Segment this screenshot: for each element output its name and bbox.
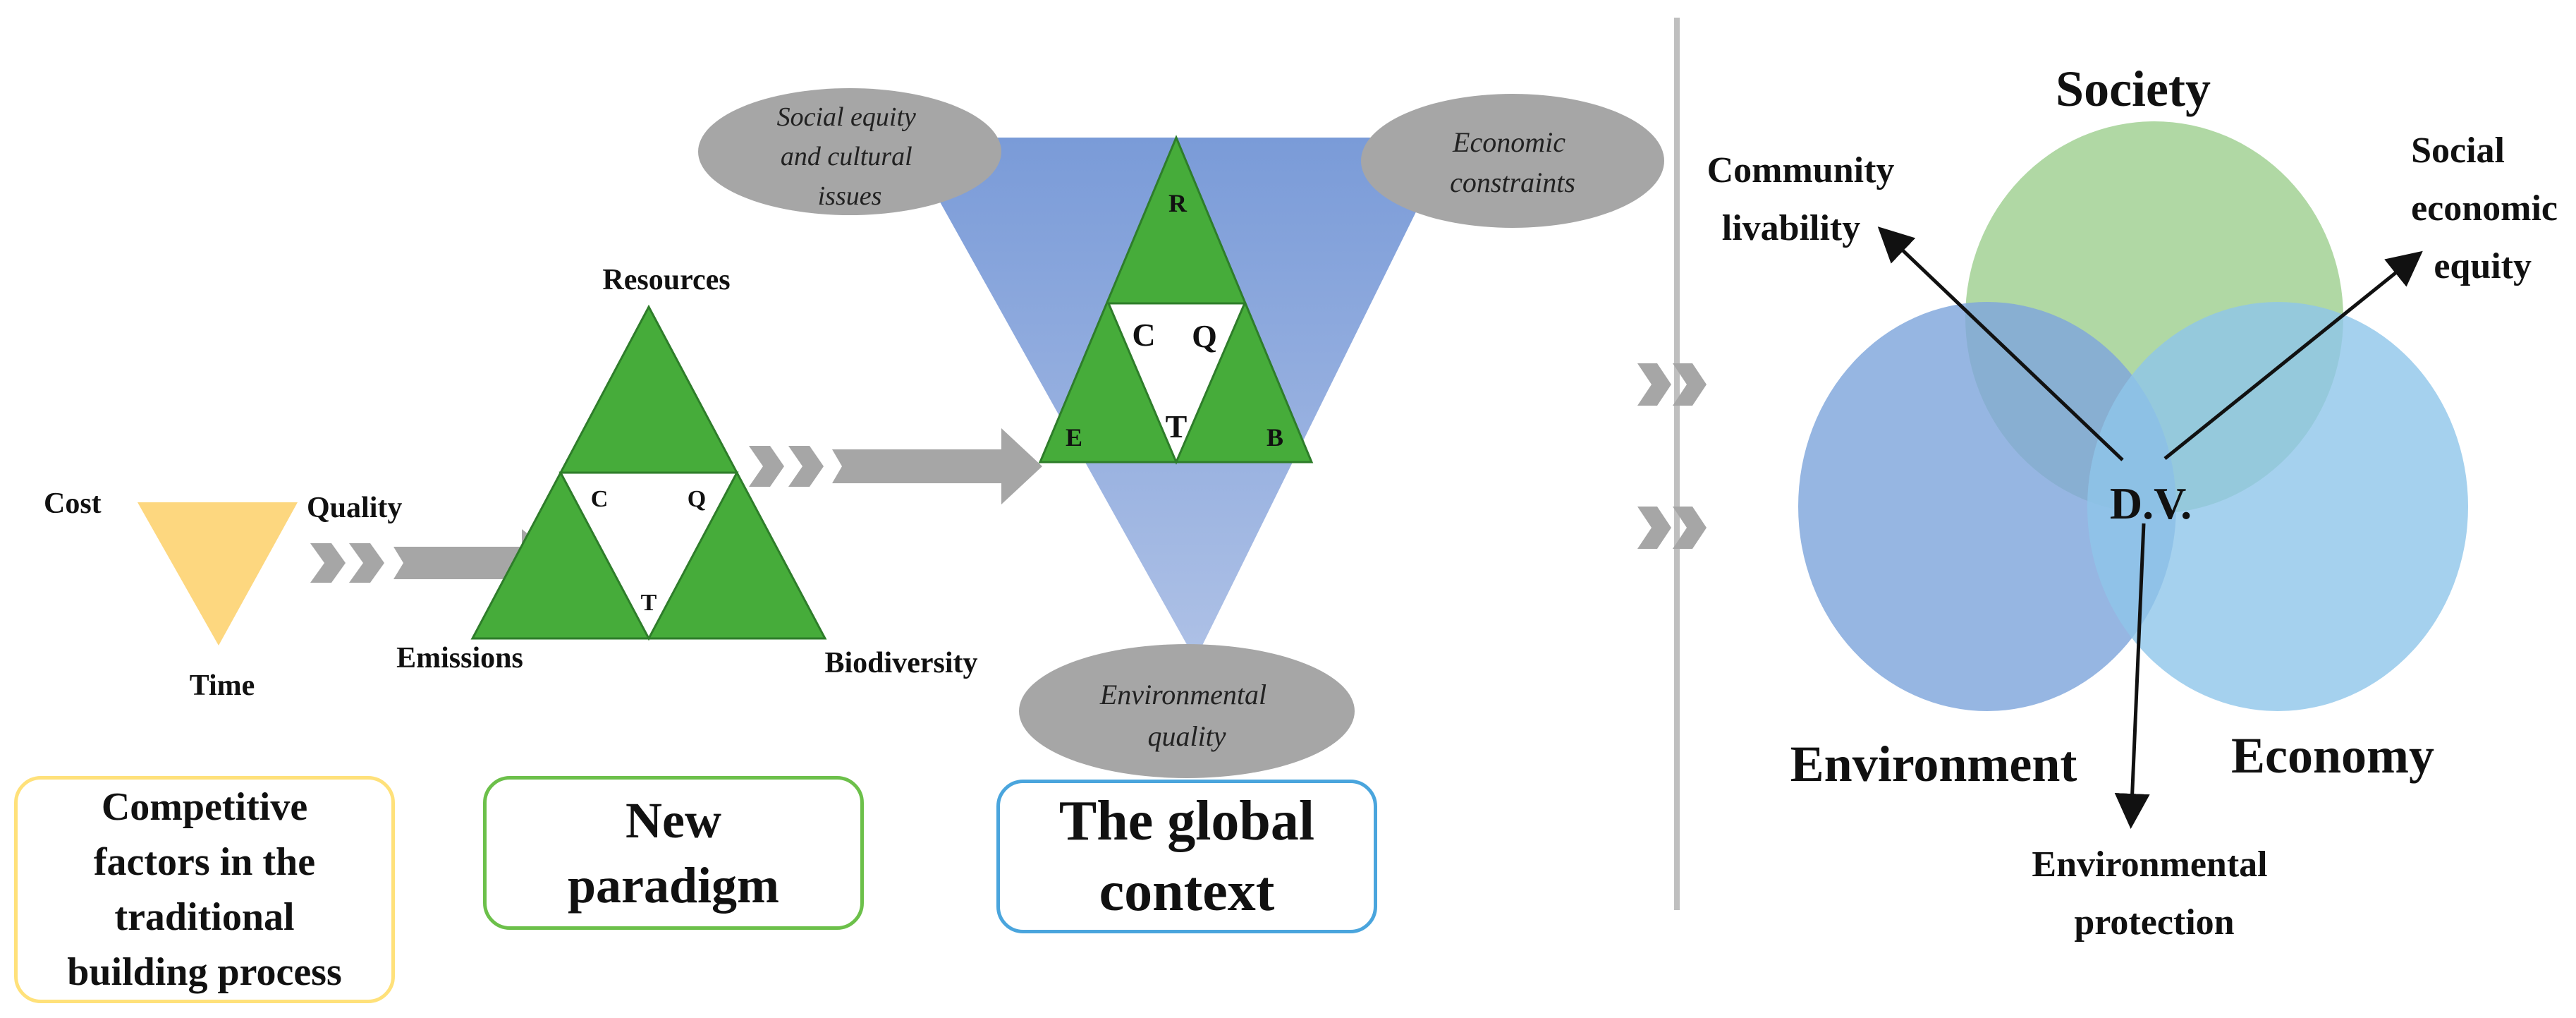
c-label: C xyxy=(1132,317,1155,353)
social-equity-label: Social equity and cultural issues xyxy=(777,102,923,211)
transition-arrow-1 xyxy=(310,529,564,597)
chevron-icon xyxy=(349,543,384,583)
arrow-right-icon xyxy=(393,529,564,597)
emissions-label: Emissions xyxy=(396,642,523,674)
q-label: Q xyxy=(1192,318,1217,354)
community-livability-label: Community livability xyxy=(1707,150,1904,248)
global-context-section: R E B C Q T Social equity and cultural i… xyxy=(698,88,1664,778)
biodiversity-label: Biodiversity xyxy=(825,647,978,679)
inner-t-label: T xyxy=(641,590,657,616)
chevron-icon xyxy=(1637,363,1671,406)
environmental-quality-ellipse xyxy=(1019,644,1355,778)
traditional-section: Cost Quality Time xyxy=(44,487,402,702)
arrow-right-icon xyxy=(832,428,1042,504)
environment-circle xyxy=(1798,302,2176,711)
chevron-icon xyxy=(749,446,784,487)
center-dv-label: D.V. xyxy=(2110,478,2192,528)
resources-label: Resources xyxy=(602,264,730,296)
chevron-icon xyxy=(310,543,346,583)
t-label: T xyxy=(1166,408,1188,444)
e-label: E xyxy=(1066,423,1082,452)
venn-diagram: Society Environment Economy D.V. Communi… xyxy=(1707,61,2567,943)
inner-q-label: Q xyxy=(688,486,706,512)
chevron-icon xyxy=(1673,363,1707,406)
chevron-icon xyxy=(1673,507,1707,549)
cost-label: Cost xyxy=(44,487,102,520)
r-label: R xyxy=(1168,189,1188,217)
inner-c-label: C xyxy=(591,486,609,512)
economic-constraints-label: Economic constraints xyxy=(1450,126,1575,198)
social-equity-ellipse xyxy=(698,88,1001,215)
chevron-icon xyxy=(1637,507,1671,549)
transition-arrow-2 xyxy=(749,428,1042,504)
environment-label: Environment xyxy=(1790,736,2077,792)
quality-label: Quality xyxy=(307,492,402,524)
cost-quality-time-triangle xyxy=(138,502,298,646)
divider-chevrons xyxy=(1637,363,1707,549)
social-economic-equity-label: Social economic equity xyxy=(2411,131,2567,286)
community-livability-arrow xyxy=(1877,226,2124,461)
society-label: Society xyxy=(2056,61,2211,117)
environmental-quality-label: Environmental quality xyxy=(1099,679,1274,752)
chevron-icon xyxy=(788,446,824,487)
environmental-protection-arrow xyxy=(2114,523,2150,829)
inner-ctq-triangle xyxy=(558,471,739,641)
economic-constraints-ellipse xyxy=(1361,94,1664,228)
economy-circle xyxy=(2087,302,2468,711)
time-label: Time xyxy=(190,669,255,702)
new-paradigm-section: C Q T Resources Emissions Biodiversity xyxy=(396,264,977,679)
b-label: B xyxy=(1266,423,1283,452)
social-economic-equity-arrow xyxy=(2163,250,2423,460)
economy-label: Economy xyxy=(2231,727,2434,784)
environmental-protection-label: Environmental protection xyxy=(2032,844,2276,943)
rcq-inner-triangle xyxy=(1106,302,1247,465)
